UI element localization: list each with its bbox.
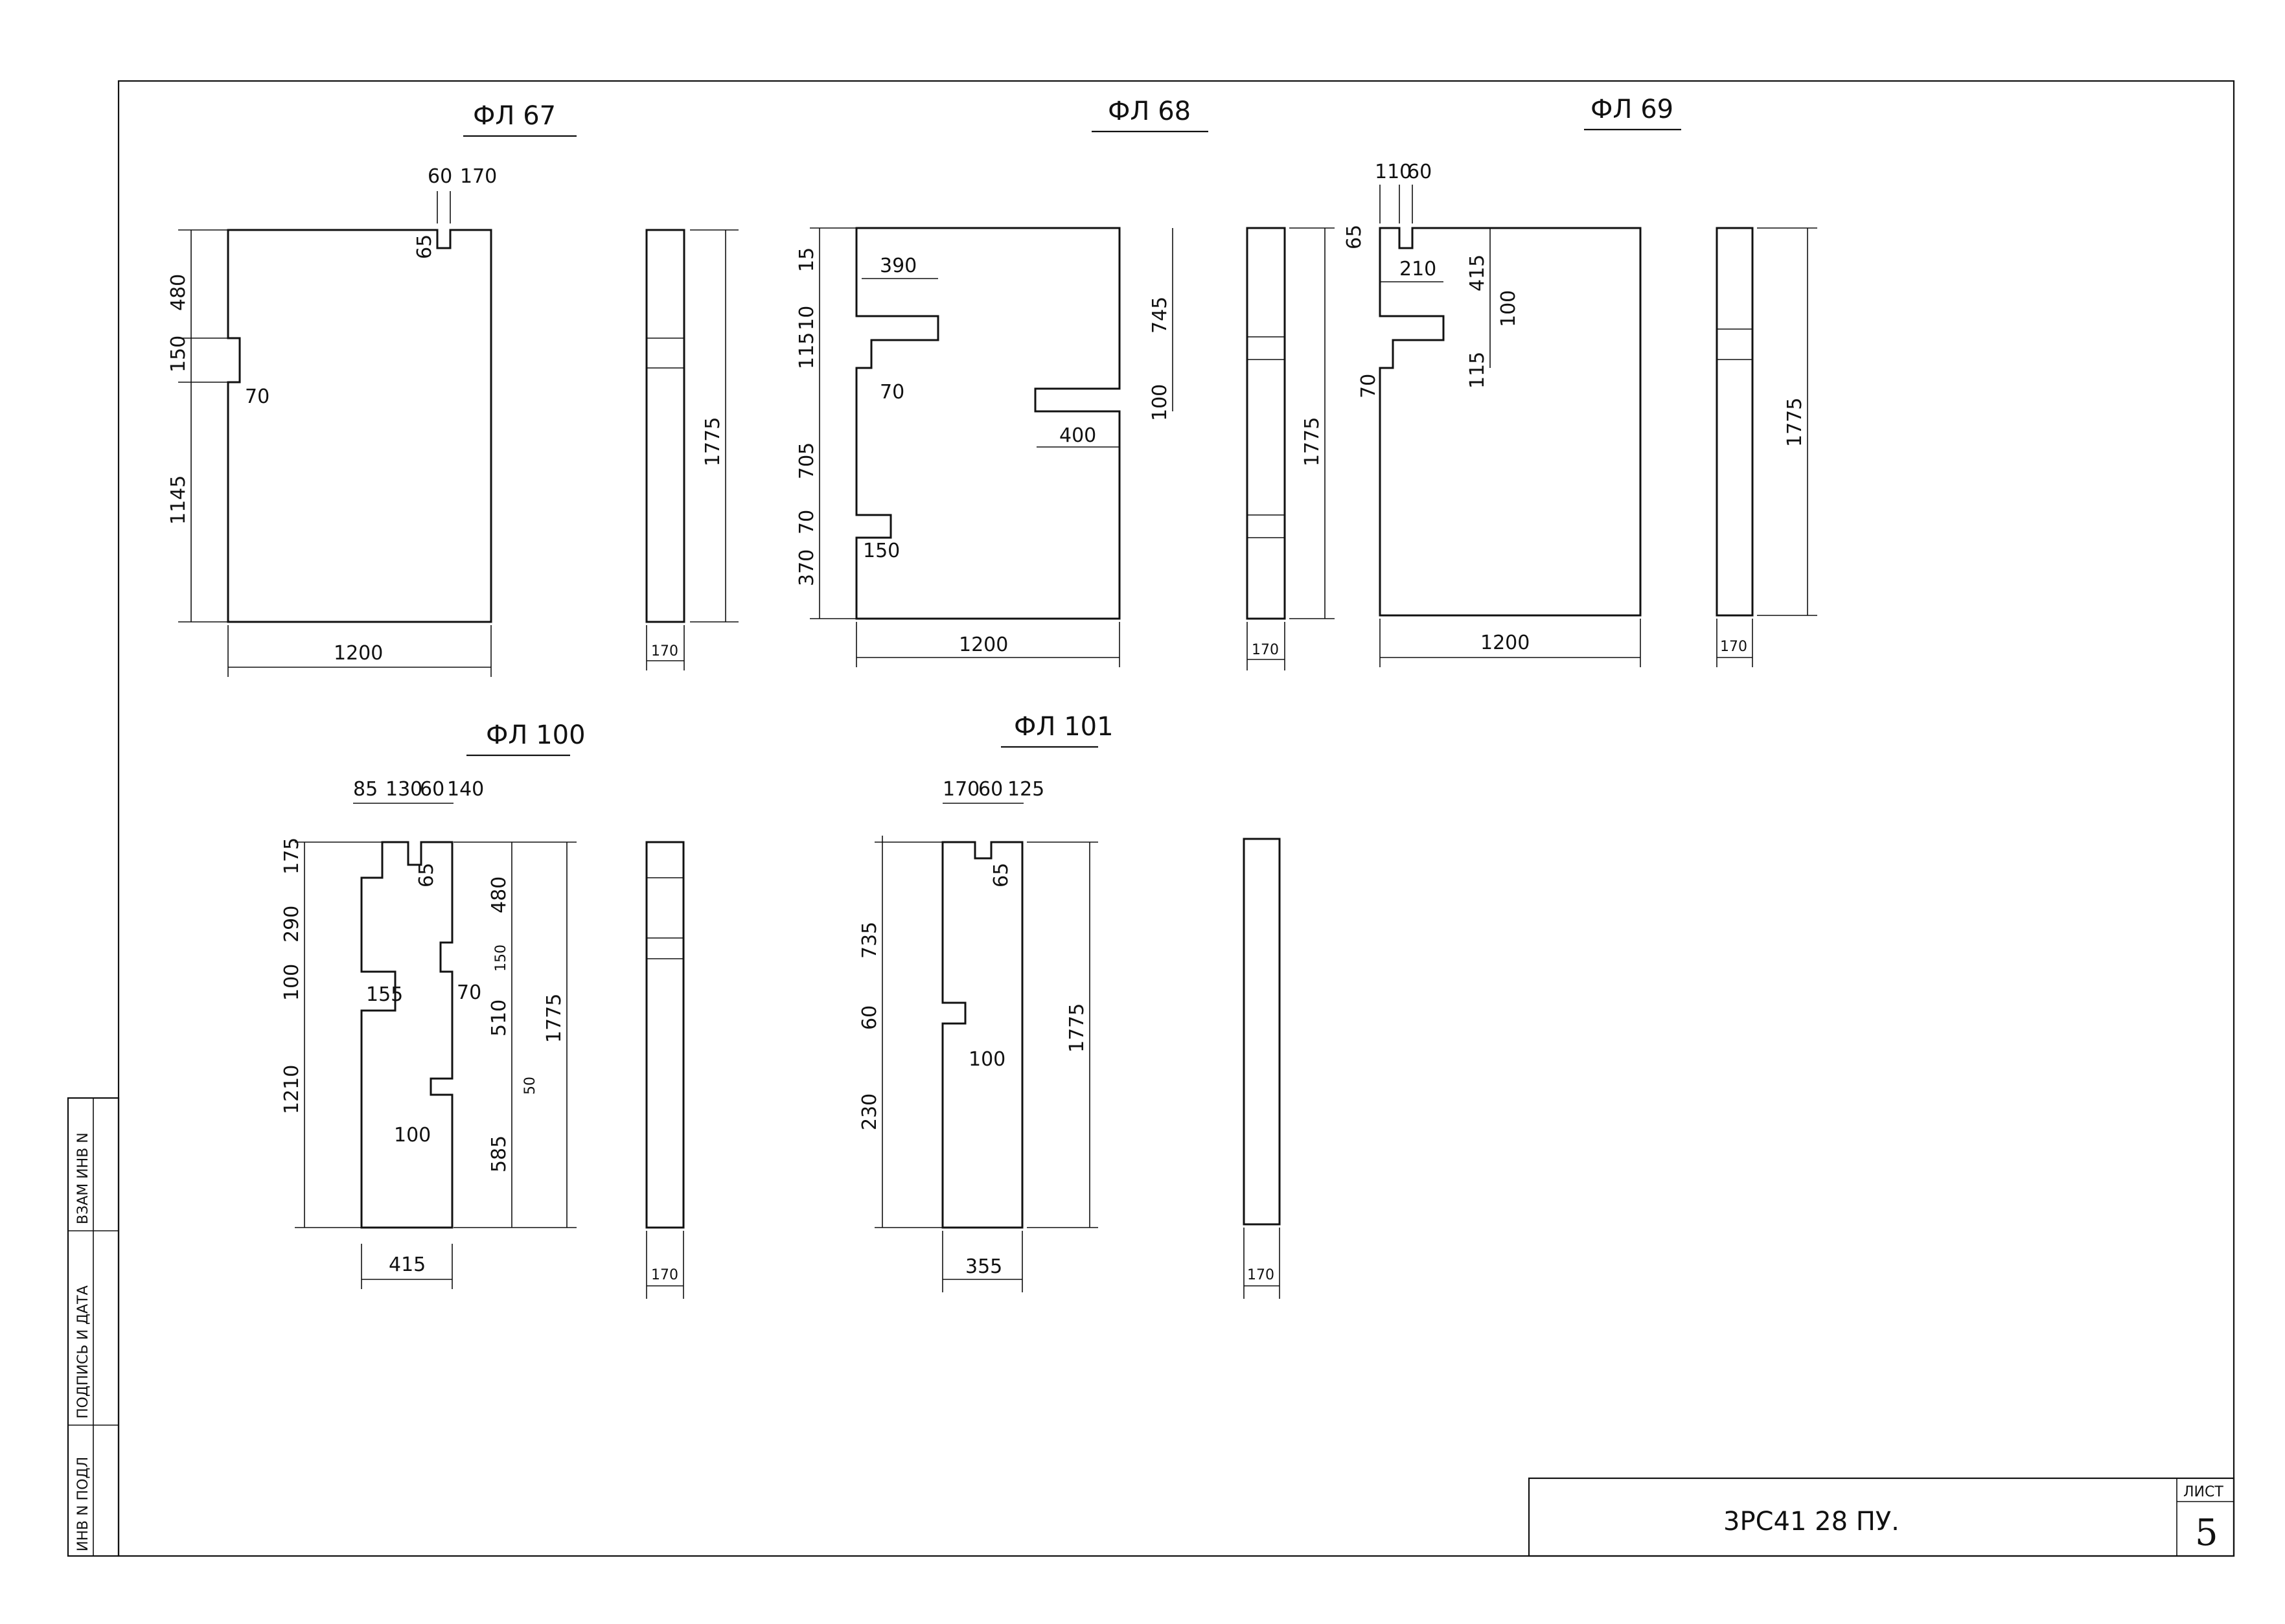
- title-fl68: ФЛ 68: [1108, 97, 1191, 126]
- dim-fl100-150: 150: [493, 944, 509, 972]
- dim-fl100-85: 85: [353, 778, 378, 801]
- dim-fl68-70: 70: [796, 510, 818, 534]
- dim-fl101-230: 230: [858, 1093, 881, 1130]
- dim-fl101-65: 65: [990, 863, 1013, 887]
- panel-fl67-side: [645, 229, 685, 623]
- dim-fl101-125: 125: [1007, 778, 1044, 801]
- dim-fl100-50: 50: [522, 1077, 538, 1095]
- dim-fl68-745: 745: [1149, 297, 1171, 334]
- panel-fl68-outline: [855, 227, 1121, 620]
- dim-fl100-1210: 1210: [281, 1065, 303, 1114]
- title-fl69: ФЛ 69: [1590, 95, 1673, 124]
- dim-fl100-480: 480: [488, 876, 511, 913]
- dim-fl100-70: 70: [457, 981, 481, 1004]
- side-stamp: ИНВ N ПОДЛ ПОДПИСЬ И ДАТА ВЗАМ ИНВ N: [67, 1097, 120, 1557]
- dim-fl67-60: 60: [428, 165, 452, 188]
- title-fl100: ФЛ 100: [486, 720, 586, 750]
- panel-fl69-side: [1716, 227, 1754, 617]
- title-fl101: ФЛ 101: [1014, 712, 1114, 742]
- dim-fl101-355: 355: [965, 1255, 1002, 1278]
- dim-fl69-115: 115: [1466, 352, 1489, 389]
- panel-fl68: ФЛ 68 15 10 115 705 70 370 390 70 150 74…: [796, 97, 1335, 670]
- dim-fl69-415: 415: [1466, 255, 1489, 292]
- dim-fl69-210: 210: [1399, 258, 1436, 280]
- sheet-number: 5: [2195, 1512, 2218, 1554]
- panel-fl69-outline: [1379, 227, 1642, 617]
- dim-fl67-70: 70: [245, 385, 270, 408]
- dim-fl69-70: 70: [1357, 374, 1380, 398]
- dim-fl67-150: 150: [167, 336, 190, 372]
- dim-fl67-170: 170: [651, 643, 678, 659]
- dim-fl67-1775: 1775: [702, 417, 724, 466]
- title-fl67: ФЛ 67: [473, 101, 556, 131]
- dim-fl68-1775: 1775: [1301, 417, 1324, 466]
- dim-fl100-140: 140: [447, 778, 484, 801]
- dim-fl100-290: 290: [281, 906, 303, 943]
- dim-fl69-65: 65: [1343, 225, 1366, 249]
- dim-fl69-110: 110: [1375, 161, 1412, 183]
- dim-fl69-60: 60: [1407, 161, 1432, 183]
- panel-fl67: ФЛ 67 480 150 1145 70 60 170 65 1200 177…: [167, 101, 739, 677]
- dim-fl67-1145: 1145: [167, 475, 190, 525]
- dim-fl101-60: 60: [978, 778, 1003, 801]
- dim-fl100-170: 170: [651, 1267, 678, 1283]
- dim-fl68-390: 390: [880, 255, 917, 277]
- dim-fl100-155: 155: [366, 983, 403, 1006]
- title-block: 3РС41 28 ПУ. ЛИСТ 5: [1528, 1477, 2235, 1557]
- dim-fl100-415: 415: [389, 1253, 426, 1276]
- dim-fl68-100: 100: [1149, 384, 1171, 421]
- dim-fl67-170: 170: [460, 165, 497, 188]
- panel-fl101-outline: [941, 841, 1024, 1229]
- dim-fl68-400: 400: [1059, 424, 1096, 447]
- dim-fl67-65: 65: [413, 234, 436, 259]
- dim-fl69-1200: 1200: [1480, 632, 1530, 654]
- dim-fl101-170: 170: [1247, 1267, 1274, 1283]
- dim-fl68-10: 10: [796, 306, 818, 330]
- dim-fl68-15a: 15: [796, 247, 818, 272]
- dim-fl100-65: 65: [415, 863, 438, 887]
- panel-fl100: ФЛ 100 85 130 60 140 175 290 100 1210 65…: [281, 720, 685, 1299]
- dim-fl101-170: 170: [943, 778, 980, 801]
- dim-fl68-150: 150: [863, 540, 900, 562]
- panel-fl100-side: [645, 841, 685, 1229]
- dim-fl68-1200: 1200: [959, 634, 1008, 656]
- dim-fl100-100a: 100: [281, 964, 303, 1001]
- panel-fl69: ФЛ 69 110 60 65 210 415 100 115 70 1200 …: [1343, 95, 1817, 667]
- dim-fl68-370: 370: [796, 549, 818, 586]
- dim-fl100-130: 130: [385, 778, 422, 801]
- dim-fl101-100: 100: [969, 1048, 1005, 1071]
- dim-fl68-70b: 70: [880, 381, 904, 404]
- dim-fl69-170: 170: [1720, 639, 1747, 655]
- side-label-inv-podl: ИНВ N ПОДЛ: [75, 1457, 91, 1551]
- panel-fl100-outline: [360, 841, 454, 1229]
- sheet-label: ЛИСТ: [2183, 1484, 2223, 1500]
- dim-fl68-170: 170: [1252, 642, 1279, 658]
- dim-fl101-735: 735: [858, 922, 881, 959]
- dim-fl100-1775: 1775: [543, 994, 566, 1043]
- dim-fl101-1775: 1775: [1066, 1003, 1088, 1053]
- dim-fl100-60: 60: [420, 778, 444, 801]
- dim-fl67-480: 480: [167, 274, 190, 311]
- panel-fl67-outline: [227, 229, 492, 623]
- dim-fl100-175: 175: [281, 838, 303, 875]
- dim-fl101-60b: 60: [858, 1005, 881, 1030]
- side-label-vzam: ВЗАМ ИНВ N: [75, 1132, 91, 1224]
- dim-fl67-1200: 1200: [334, 642, 383, 665]
- dim-fl100-585: 585: [488, 1136, 511, 1172]
- drawing-code: 3РС41 28 ПУ.: [1723, 1507, 1900, 1537]
- dim-fl69-100: 100: [1497, 290, 1520, 327]
- panel-fl101-side: [1243, 838, 1281, 1226]
- panel-fl68-side: [1246, 227, 1286, 620]
- sheet-frame: [117, 80, 2235, 1557]
- dim-fl100-510: 510: [488, 1000, 511, 1036]
- dim-fl69-1775: 1775: [1784, 398, 1806, 447]
- dim-fl68-115: 115: [796, 332, 818, 369]
- panel-fl101: ФЛ 101 170 60 125 65 735 60 230 100 1775…: [858, 712, 1281, 1299]
- dim-fl100-100b: 100: [394, 1124, 431, 1147]
- dim-fl68-705: 705: [796, 442, 818, 479]
- side-label-podpis: ПОДПИСЬ И ДАТА: [75, 1285, 91, 1419]
